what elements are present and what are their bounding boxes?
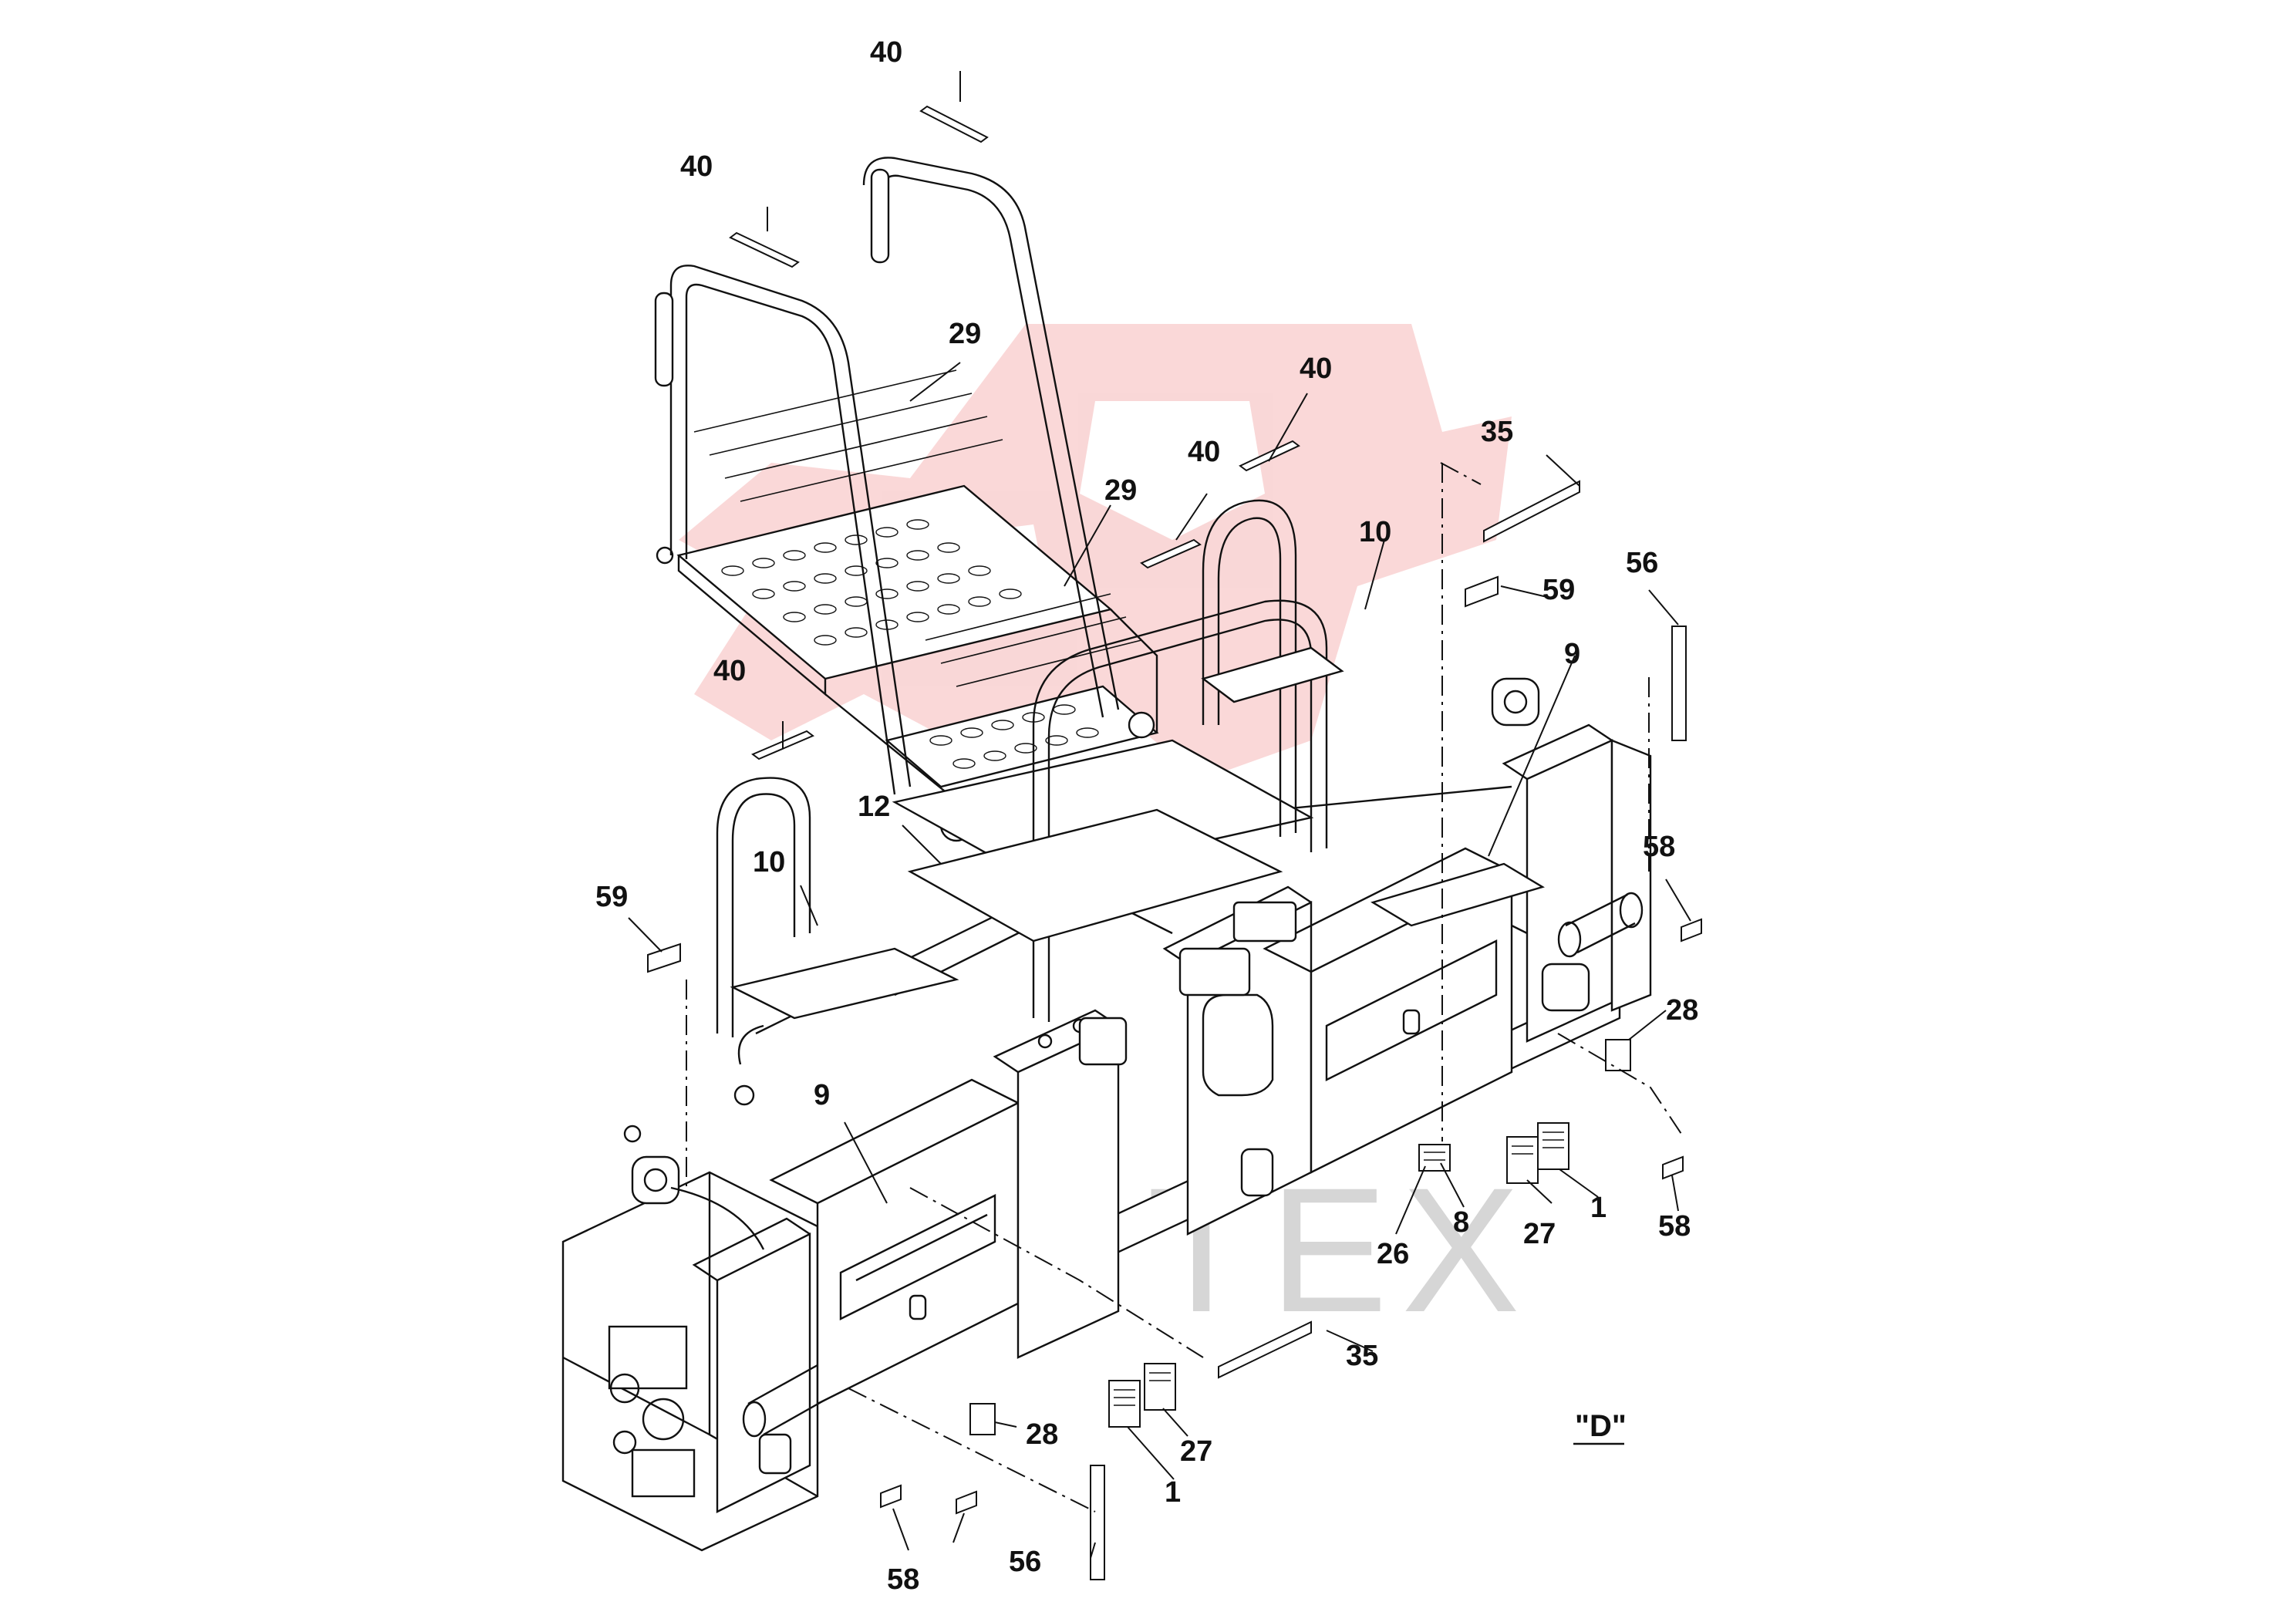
callout-56: 56 [1009, 1546, 1041, 1578]
decal-35-a [1483, 480, 1580, 543]
callout-27: 27 [1523, 1218, 1556, 1250]
decal-28-b [969, 1403, 996, 1435]
decal-27-b [1144, 1363, 1176, 1411]
callout-29: 29 [1104, 474, 1137, 507]
decal-40-b [729, 231, 800, 268]
callouts: 40 40 40 40 40 29 29 35 35 56 56 59 59 1… [595, 36, 1698, 1596]
chassis-frame [561, 677, 1652, 1552]
callout-12: 12 [858, 791, 890, 823]
decal-1-b [1108, 1380, 1141, 1428]
decal-26 [1418, 1144, 1451, 1172]
decal-27-a [1506, 1136, 1539, 1184]
decal-58-c [880, 1484, 902, 1509]
callout-26: 26 [1377, 1238, 1409, 1270]
callout-29: 29 [949, 318, 981, 350]
callout-8: 8 [1453, 1206, 1469, 1239]
callout-40: 40 [870, 36, 902, 69]
callout-9: 9 [814, 1079, 830, 1111]
callout-10: 10 [1359, 516, 1391, 548]
callout-27: 27 [1180, 1435, 1212, 1468]
decal-28-a [1605, 1039, 1631, 1071]
callout-35: 35 [1346, 1340, 1378, 1372]
callout-40: 40 [680, 150, 713, 183]
callout-9: 9 [1564, 638, 1580, 670]
step-platform [656, 369, 1314, 881]
callout-28: 28 [1666, 994, 1698, 1027]
decals [647, 105, 1702, 1580]
callout-28: 28 [1026, 1418, 1058, 1451]
decal-40-a [919, 105, 989, 143]
leaders [628, 71, 1691, 1559]
callout-40: 40 [713, 655, 746, 687]
callout-58: 58 [1643, 831, 1675, 863]
callout-35: 35 [1481, 416, 1513, 448]
decal-58-d [956, 1490, 977, 1515]
decal-56-b [1090, 1465, 1105, 1580]
callout-56: 56 [1626, 547, 1658, 579]
centerlines [686, 462, 1682, 1512]
handrails [654, 157, 1328, 1037]
callout-58: 58 [887, 1563, 919, 1596]
callout-40: 40 [1300, 352, 1332, 385]
decal-59-a [1465, 575, 1499, 608]
callout-1: 1 [1165, 1476, 1181, 1509]
decal-40-d [1140, 538, 1202, 569]
decal-58-a [1681, 918, 1702, 943]
deck-plates [730, 646, 1545, 1020]
callout-58: 58 [1658, 1210, 1691, 1243]
decal-56-a [1671, 626, 1687, 741]
callout-59: 59 [595, 881, 628, 913]
view-label: "D" [1575, 1409, 1627, 1443]
callout-10: 10 [753, 846, 785, 878]
callout-1: 1 [1590, 1192, 1607, 1224]
decal-1-a [1537, 1122, 1569, 1170]
callout-40: 40 [1188, 436, 1220, 468]
decal-35-b [1218, 1320, 1312, 1379]
callout-59: 59 [1542, 574, 1575, 606]
decal-58-b [1662, 1155, 1684, 1180]
decal-59-b [647, 943, 681, 973]
